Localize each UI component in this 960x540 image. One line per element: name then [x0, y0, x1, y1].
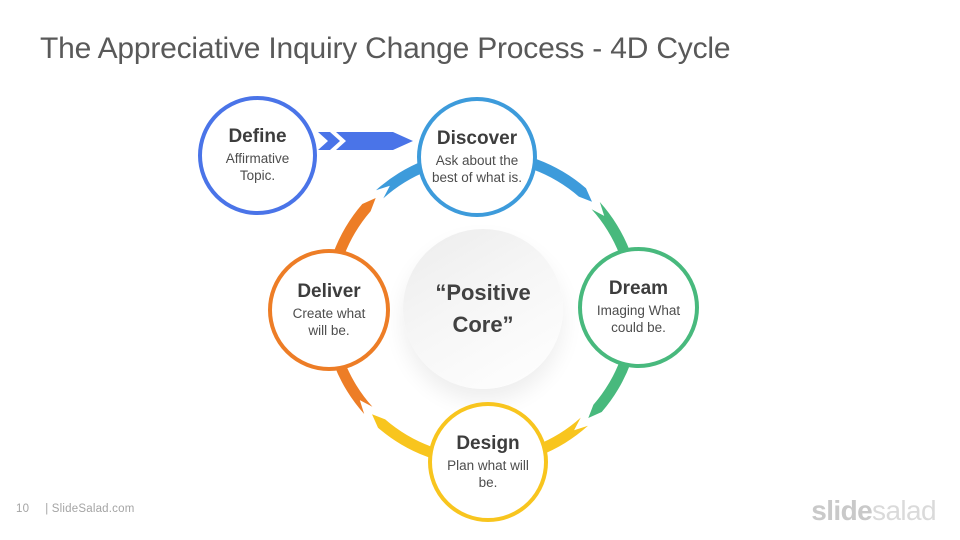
- logo-part-salad: salad: [872, 495, 937, 526]
- site-credit: | SlideSalad.com: [45, 503, 135, 515]
- design-circle: Design Plan what will be.: [428, 402, 548, 522]
- slide-title: The Appreciative Inquiry Change Process …: [40, 32, 731, 65]
- dream-title: Dream: [608, 278, 669, 300]
- discover-desc: Ask about the best of what is.: [431, 152, 523, 185]
- page-number: 10: [16, 503, 30, 515]
- deliver-circle: Deliver Create what will be.: [268, 249, 390, 371]
- deliver-title: Deliver: [297, 280, 361, 302]
- flow-arrow-icon: [336, 132, 413, 150]
- footer: 10 | SlideSalad.com: [16, 503, 135, 515]
- logo-part-slide: slide: [811, 495, 873, 526]
- deliver-desc: Create what will be.: [292, 305, 366, 338]
- design-desc: Plan what will be.: [447, 457, 529, 490]
- flow-arrow-chevron-icon: [318, 132, 340, 150]
- slidesalad-logo: slidesalad: [811, 497, 936, 525]
- positive-core-label: “Positive Core”: [435, 280, 531, 337]
- dream-desc: Imaging What could be.: [596, 303, 681, 336]
- discover-circle: Discover Ask about the best of what is.: [417, 97, 537, 217]
- discover-title: Discover: [436, 127, 518, 149]
- positive-core-circle: “Positive Core”: [403, 229, 563, 389]
- define-desc: Affirmative Topic.: [225, 151, 290, 184]
- define-title: Define: [228, 126, 287, 148]
- design-title: Design: [456, 432, 520, 454]
- define-circle: Define Affirmative Topic.: [198, 96, 317, 215]
- dream-circle: Dream Imaging What could be.: [578, 247, 699, 368]
